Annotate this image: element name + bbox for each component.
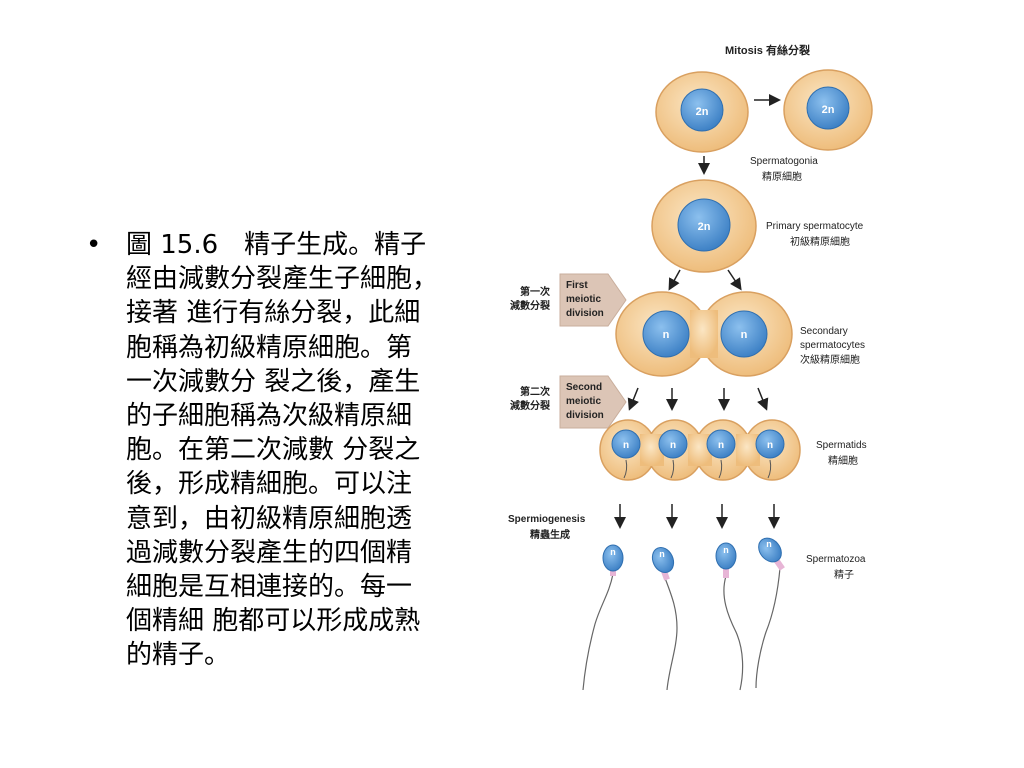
- nucleus-label: 2n: [698, 221, 711, 233]
- spermatids-label-zh: 精細胞: [828, 454, 858, 467]
- first-division-en-2: meiotic: [566, 294, 601, 305]
- nucleus-label: n: [766, 539, 772, 549]
- nucleus-label: n: [610, 547, 616, 557]
- secondary-label-1: Secondary: [800, 326, 848, 337]
- spermatogonia-label-zh: 精原細胞: [762, 170, 802, 183]
- caption-line: 經由減數分裂產生子細胞，: [126, 264, 439, 295]
- second-division-en-1: Second: [566, 382, 602, 393]
- caption-line: 圖 15.6 精子生成。精子: [126, 230, 427, 260]
- spermatogonium-cell-left: 2n: [655, 71, 749, 153]
- second-division-arrow-box: [559, 375, 627, 429]
- spermatozoa: n n n n: [582, 537, 785, 691]
- second-division-en-3: division: [566, 410, 604, 421]
- arrow-diagonal: [727, 269, 742, 291]
- first-division-zh-1: 第一次: [520, 285, 550, 298]
- caption-line: 個精細 胞都可以形成成熟: [126, 606, 421, 637]
- primary-spermatocyte-label-zh: 初級精原細胞: [790, 235, 850, 248]
- nucleus-label: 2n: [822, 104, 835, 116]
- first-division-en-1: First: [566, 280, 588, 291]
- nucleus-label: n: [767, 440, 773, 451]
- spermiogenesis-label: Spermiogenesis: [508, 514, 586, 525]
- secondary-label-zh: 次級精原細胞: [800, 353, 860, 366]
- caption-line: 後，形成精細胞。可以注: [126, 469, 413, 500]
- secondary-label-2: spermatocytes: [800, 340, 865, 351]
- caption-line: 胞稱為初級精原細胞。第: [126, 332, 413, 363]
- caption-text: 圖 15.6 精子生成。精子 經由減數分裂產生子細胞， 接著 進行有絲分裂，此細…: [126, 228, 488, 673]
- arrow-diagonal: [757, 387, 769, 411]
- secondary-spermatocyte-cells: n n: [615, 291, 793, 377]
- nucleus-label: n: [741, 329, 748, 341]
- second-division-zh-1: 第二次: [520, 385, 550, 398]
- caption-line: 胞。在第二次減數 分裂之: [126, 435, 421, 466]
- nucleus-label: n: [659, 549, 665, 559]
- primary-spermatocyte-cell: 2n: [651, 179, 757, 273]
- second-division-en-2: meiotic: [566, 396, 601, 407]
- arrow-diagonal: [668, 269, 681, 291]
- arrow-diagonal: [627, 387, 639, 411]
- spermatids-label: Spermatids: [816, 440, 867, 451]
- primary-spermatocyte-label: Primary spermatocyte: [766, 221, 864, 232]
- spermatogonium-cell-right: 2n: [783, 69, 873, 151]
- caption-line: 意到，由初級精原細胞透: [126, 503, 413, 534]
- caption-line: 的精子。: [126, 640, 231, 671]
- caption-line: 過減數分裂產生的四個精: [126, 537, 413, 568]
- bullet-icon: •: [86, 230, 102, 260]
- nucleus-label: n: [663, 329, 670, 341]
- nucleus-label: n: [623, 440, 629, 451]
- first-division-en-3: division: [566, 308, 604, 319]
- nucleus-label: n: [723, 545, 729, 555]
- nucleus-label: 2n: [696, 106, 709, 118]
- caption-line: 細胞是互相連接的。每一: [126, 572, 413, 603]
- nucleus-label: n: [718, 440, 724, 451]
- spermatogenesis-diagram: Mitosis 有絲分裂 2n 2n Spermatogonia 精原細胞 2n…: [508, 43, 873, 691]
- first-division-arrow-box: [559, 273, 627, 327]
- caption-line: 的子細胞稱為次級精原細: [126, 401, 413, 432]
- spermatozoa-label-zh: 精子: [834, 568, 854, 581]
- spermatid-cells: n n n n: [599, 419, 801, 481]
- caption-line: 一次減數分 裂之後，產生: [126, 366, 421, 397]
- spermatogonia-label: Spermatogonia: [750, 156, 818, 167]
- nucleus-label: n: [670, 440, 676, 451]
- caption-line: 接著 進行有絲分裂，此細: [126, 298, 421, 329]
- second-division-zh-2: 減數分裂: [510, 399, 550, 412]
- spermiogenesis-label-zh: 精蟲生成: [530, 528, 570, 541]
- mitosis-title: Mitosis 有絲分裂: [725, 43, 810, 57]
- spermatozoa-label: Spermatozoa: [806, 554, 866, 565]
- first-division-zh-2: 減數分裂: [510, 299, 550, 312]
